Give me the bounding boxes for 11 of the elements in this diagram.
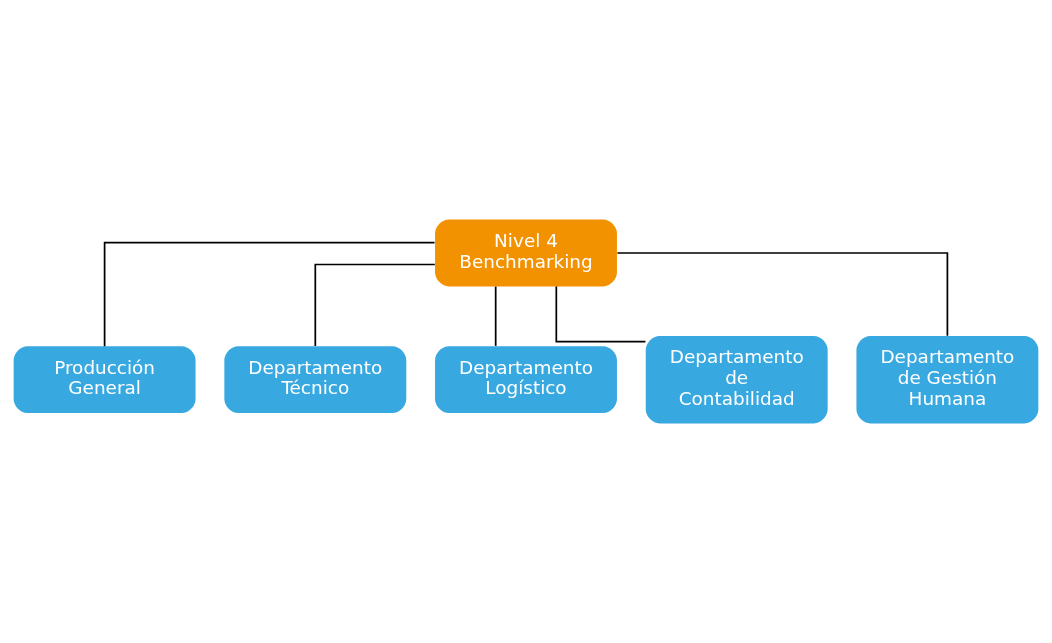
node-box: Departamento de Contabilidad — [645, 335, 828, 424]
connector — [314, 263, 436, 347]
connector — [616, 252, 949, 337]
node-box: Nivel 4 Benchmarking — [435, 219, 617, 287]
node-box: Departamento Logístico — [435, 346, 617, 414]
connector — [494, 285, 497, 347]
node-box: Departamento Técnico — [224, 346, 407, 414]
node-box: Producción General — [13, 346, 196, 414]
connector — [103, 241, 436, 347]
connector — [555, 285, 647, 343]
node-box: Departamento de Gestión Humana — [856, 335, 1039, 424]
